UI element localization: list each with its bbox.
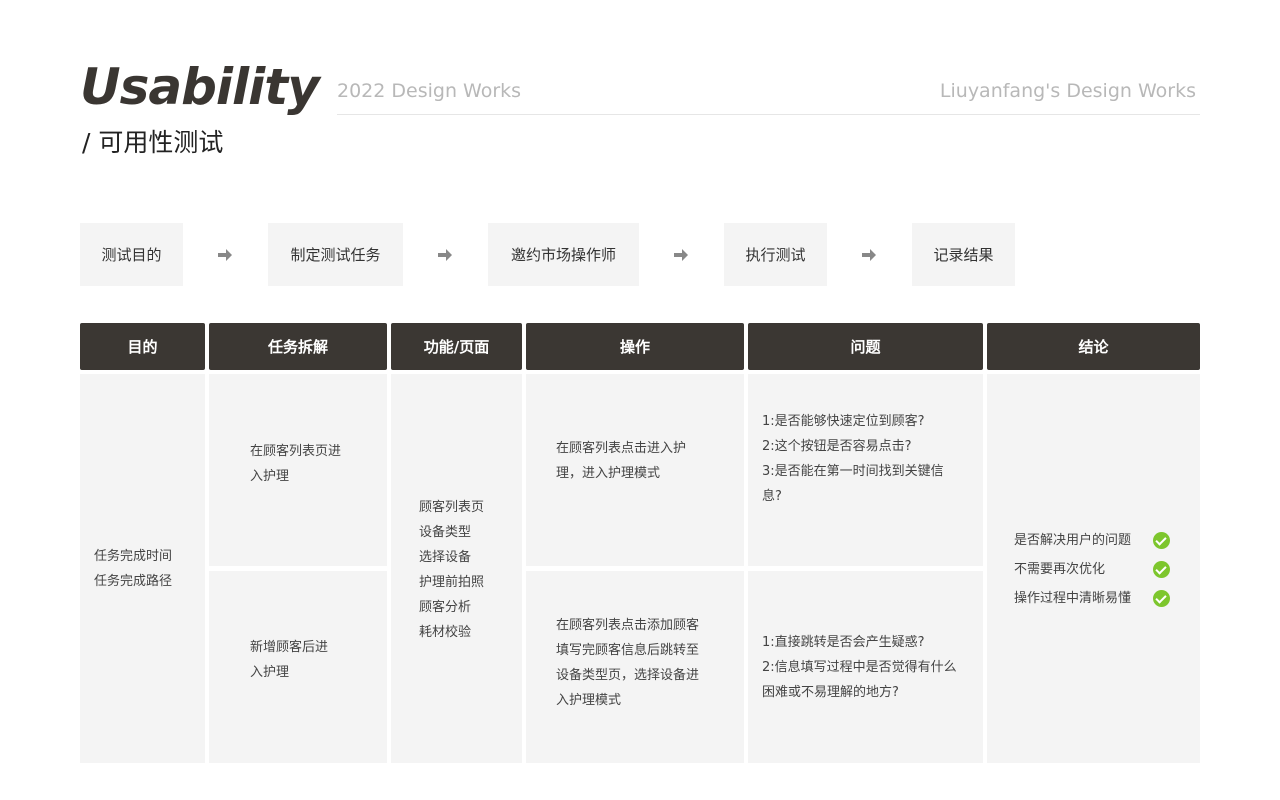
task-text: 入护理 xyxy=(250,665,290,680)
column-header-operations: 操作 xyxy=(526,323,744,370)
check-circle-icon xyxy=(1153,590,1170,607)
task-text: 在顾客列表页进 xyxy=(250,444,342,459)
process-step-2: 制定测试任务 xyxy=(268,223,403,286)
question-cell-1: 1:是否能够快速定位到顾客? 2:这个按钮是否容易点击? 3:是否能在第一时间找… xyxy=(748,374,983,566)
process-step-5: 记录结果 xyxy=(912,223,1015,286)
arrow-right-icon xyxy=(862,249,876,261)
conclusion-cell: 是否解决用户的问题 不需要再次优化 操作过程中清晰易懂 xyxy=(987,374,1200,763)
conclusion-text: 不需要再次优化 xyxy=(1014,562,1106,577)
arrow-right-icon xyxy=(674,249,688,261)
column-header-questions: 问题 xyxy=(748,323,983,370)
operation-text: 在顾客列表点击添加顾客 xyxy=(556,618,700,633)
page-item: 选择设备 xyxy=(419,550,472,565)
page-item: 耗材校验 xyxy=(419,625,472,640)
column-header-purpose: 目的 xyxy=(80,323,205,370)
purpose-text: 任务完成路径 xyxy=(94,574,173,589)
operation-cell-2: 在顾客列表点击添加顾客 填写完顾客信息后跳转至 设备类型页，选择设备进 入护理模… xyxy=(526,571,744,763)
conclusion-item: 是否解决用户的问题 xyxy=(1014,526,1170,555)
page-item: 顾客分析 xyxy=(419,600,472,615)
question-text: 困难或不易理解的地方? xyxy=(762,685,899,700)
page-title: Usability xyxy=(80,58,320,116)
task-text: 新增顾客后进 xyxy=(250,640,329,655)
operation-cell-1: 在顾客列表点击进入护 理，进入护理模式 xyxy=(526,374,744,566)
process-step-3: 邀约市场操作师 xyxy=(488,223,639,286)
question-text: 3:是否能在第一时间找到关键信 xyxy=(762,464,944,479)
arrow-right-icon xyxy=(218,249,232,261)
conclusion-text: 操作过程中清晰易懂 xyxy=(1014,591,1132,606)
header-divider xyxy=(337,114,1200,115)
question-text: 1:直接跳转是否会产生疑惑? xyxy=(762,635,925,650)
operation-text: 入护理模式 xyxy=(556,693,622,708)
purpose-text: 任务完成时间 xyxy=(94,549,173,564)
operation-text: 理，进入护理模式 xyxy=(556,466,661,481)
page-item: 护理前拍照 xyxy=(419,575,485,590)
task-text: 入护理 xyxy=(250,469,290,484)
column-header-tasks: 任务拆解 xyxy=(209,323,387,370)
question-text: 2:这个按钮是否容易点击? xyxy=(762,439,912,454)
year-caption: 2022 Design Works xyxy=(337,80,522,102)
operation-text: 填写完顾客信息后跳转至 xyxy=(556,643,700,658)
question-text: 1:是否能够快速定位到顾客? xyxy=(762,414,925,429)
question-cell-2: 1:直接跳转是否会产生疑惑? 2:信息填写过程中是否觉得有什么 困难或不易理解的… xyxy=(748,571,983,763)
check-circle-icon xyxy=(1153,532,1170,549)
conclusion-text: 是否解决用户的问题 xyxy=(1014,533,1132,548)
conclusion-item: 操作过程中清晰易懂 xyxy=(1014,584,1170,613)
page-item: 顾客列表页 xyxy=(419,500,485,515)
operation-text: 在顾客列表点击进入护 xyxy=(556,441,687,456)
arrow-right-icon xyxy=(438,249,452,261)
task-cell-1: 在顾客列表页进 入护理 xyxy=(209,374,387,566)
question-text: 2:信息填写过程中是否觉得有什么 xyxy=(762,660,957,675)
page-subtitle: / 可用性测试 xyxy=(82,128,224,157)
column-header-conclusions: 结论 xyxy=(987,323,1200,370)
question-text: 息? xyxy=(762,489,782,504)
conclusion-item: 不需要再次优化 xyxy=(1014,555,1170,584)
process-step-4: 执行测试 xyxy=(724,223,827,286)
operation-text: 设备类型页，选择设备进 xyxy=(556,668,700,683)
page-item: 设备类型 xyxy=(419,525,472,540)
pages-cell: 顾客列表页 设备类型 选择设备 护理前拍照 顾客分析 耗材校验 xyxy=(391,374,522,763)
author-caption: Liuyanfang's Design Works xyxy=(939,80,1196,102)
process-step-1: 测试目的 xyxy=(80,223,183,286)
column-header-pages: 功能/页面 xyxy=(391,323,522,370)
task-cell-2: 新增顾客后进 入护理 xyxy=(209,571,387,763)
check-circle-icon xyxy=(1153,561,1170,578)
purpose-cell: 任务完成时间 任务完成路径 xyxy=(80,374,205,763)
